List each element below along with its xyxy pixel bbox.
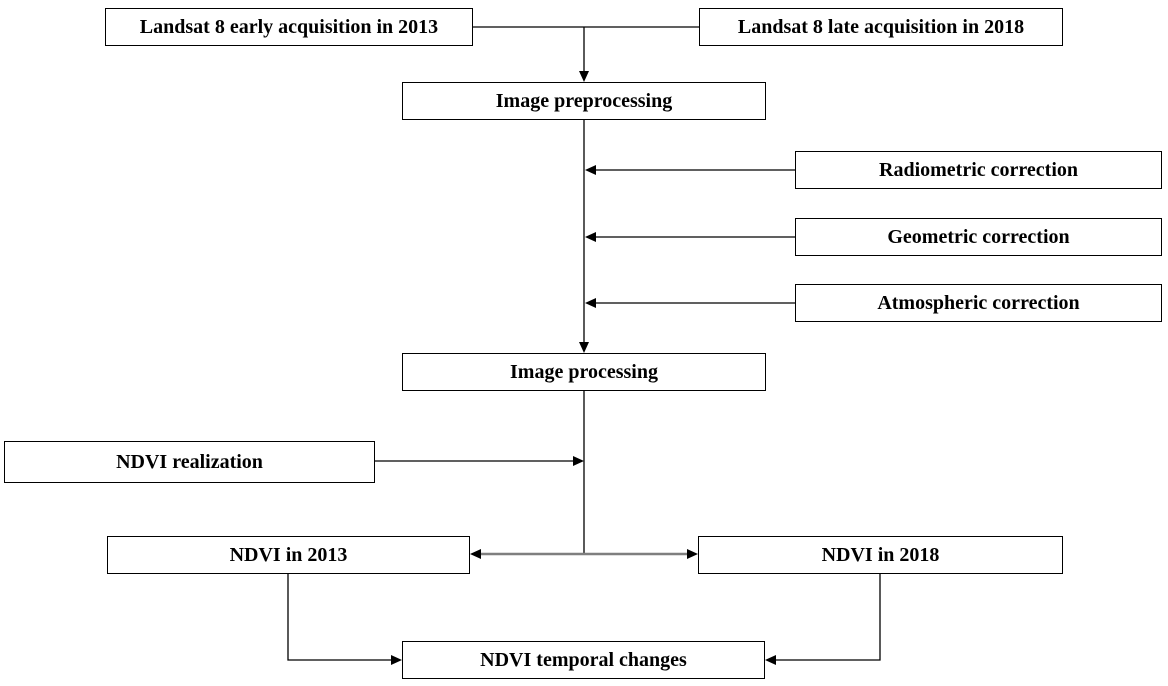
node-ndvi-2013: NDVI in 2013 xyxy=(107,536,470,574)
node-ndvi-2018: NDVI in 2018 xyxy=(698,536,1063,574)
node-image-processing: Image processing xyxy=(402,353,766,391)
node-landsat-late-2018: Landsat 8 late acquisition in 2018 xyxy=(699,8,1063,46)
node-label: NDVI realization xyxy=(116,451,263,473)
node-radiometric-correction: Radiometric correction xyxy=(795,151,1162,189)
node-ndvi-temporal-changes: NDVI temporal changes xyxy=(402,641,765,679)
node-label: NDVI in 2013 xyxy=(229,544,348,566)
node-atmospheric-correction: Atmospheric correction xyxy=(795,284,1162,322)
node-label: Landsat 8 late acquisition in 2018 xyxy=(737,16,1025,38)
arrowhead-left-ndvi2013 xyxy=(470,549,481,559)
arrowhead-left-radiometric xyxy=(585,165,596,175)
arrowhead-down-processing xyxy=(579,342,589,353)
arrowhead-left-atmospheric xyxy=(585,298,596,308)
node-image-preprocessing: Image preprocessing xyxy=(402,82,766,120)
node-label: Radiometric correction xyxy=(879,159,1078,181)
node-ndvi-realization: NDVI realization xyxy=(4,441,375,483)
node-label: NDVI temporal changes xyxy=(480,649,687,671)
arrowhead-right-changes xyxy=(391,655,402,665)
edge-ndvi2018-to-changes xyxy=(776,574,881,661)
node-geometric-correction: Geometric correction xyxy=(795,218,1162,256)
node-landsat-early-2013: Landsat 8 early acquisition in 2013 xyxy=(105,8,473,46)
node-label: Image processing xyxy=(510,361,658,383)
arrowhead-right-ndvi2018 xyxy=(687,549,698,559)
arrowhead-right-ndvi-realization xyxy=(573,456,584,466)
node-label: Landsat 8 early acquisition in 2013 xyxy=(139,16,439,38)
arrowhead-left-changes xyxy=(765,655,776,665)
node-label: Geometric correction xyxy=(887,226,1070,248)
node-label: Image preprocessing xyxy=(495,90,673,112)
arrowhead-down-preprocessing xyxy=(579,71,589,82)
arrowhead-left-geometric xyxy=(585,232,596,242)
node-label: Atmospheric correction xyxy=(877,292,1080,314)
node-label: NDVI in 2018 xyxy=(821,544,940,566)
edge-ndvi2013-to-changes xyxy=(287,574,391,661)
